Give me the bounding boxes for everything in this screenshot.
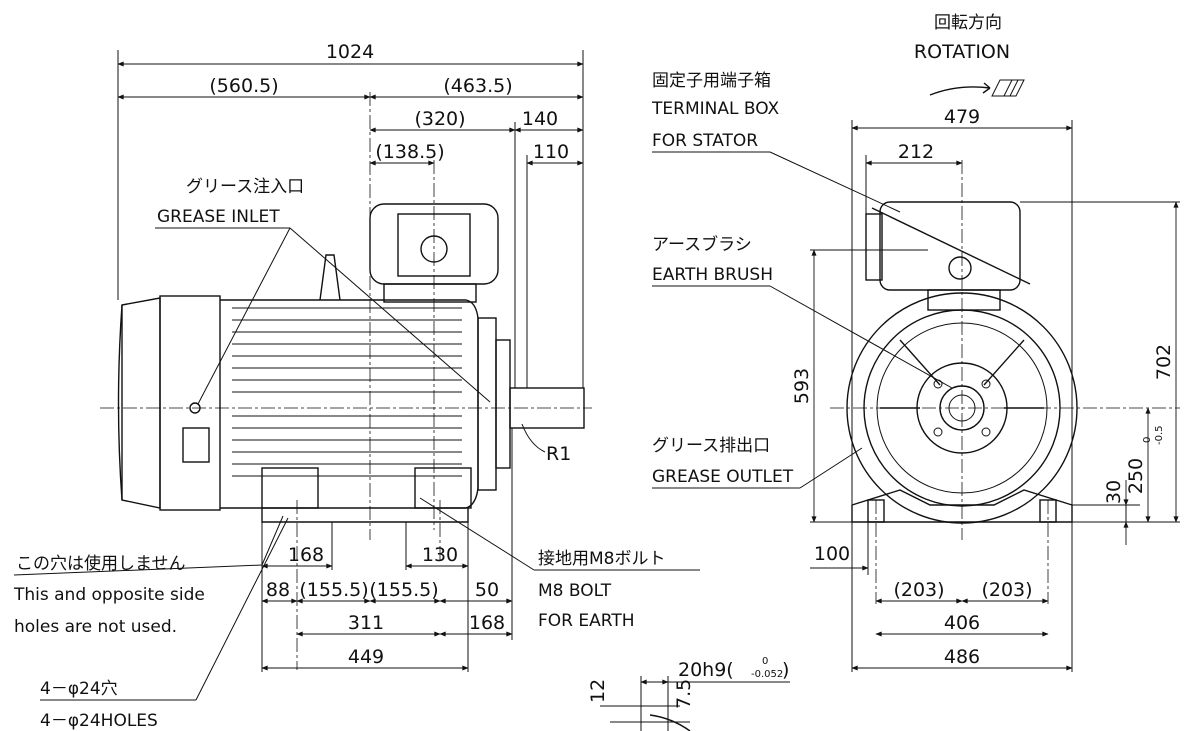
earth-brush-label-en: EARTH BRUSH xyxy=(652,265,773,285)
holes-label-jp: 4－φ24穴 xyxy=(40,679,118,699)
dim-key-tol-upper: 0 xyxy=(762,656,768,667)
grease-inlet-label-jp: グリース注入口 xyxy=(186,177,304,197)
dim-250-tol-lower: -0.5 xyxy=(1154,425,1165,445)
dim-486: 486 xyxy=(944,646,980,668)
rotation-label-jp: 回転方向 xyxy=(934,13,1002,33)
side-dimension-lines xyxy=(117,50,584,672)
dim-463-5: (463.5) xyxy=(443,75,512,97)
dimension-texts: 1024 (560.5) (463.5) (320) 140 110 (138.… xyxy=(209,41,1175,709)
dim-449: 449 xyxy=(348,646,384,668)
earth-bolt-label-en2: FOR EARTH xyxy=(538,611,635,631)
dim-311: 311 xyxy=(348,612,384,634)
dim-key-close: ) xyxy=(782,659,789,681)
front-leader-lines xyxy=(652,151,953,489)
dim-key-tol-lower: -0.052 xyxy=(751,669,783,680)
terminal-box-label-jp: 固定子用端子箱 xyxy=(652,71,771,91)
side-view xyxy=(100,92,592,670)
dim-479: 479 xyxy=(944,106,980,128)
dim-203-left: (203) xyxy=(893,579,944,601)
rotation-label-en: ROTATION xyxy=(914,41,1010,63)
dim-12: 12 xyxy=(587,679,609,703)
side-leader-lines xyxy=(13,227,700,701)
callout-labels: 回転方向 ROTATION 固定子用端子箱 TERMINAL BOX FOR S… xyxy=(13,13,1010,731)
rotation-arrow-icon xyxy=(929,79,1025,97)
dim-560-5: (560.5) xyxy=(209,75,278,97)
dim-212: 212 xyxy=(898,141,934,163)
grease-outlet-label-en: GREASE OUTLET xyxy=(652,467,794,487)
cooling-fins xyxy=(232,307,462,477)
terminal-box-label-en1: TERMINAL BOX xyxy=(651,99,779,119)
terminal-box-label-en2: FOR STATOR xyxy=(652,131,758,151)
dim-320: (320) xyxy=(414,108,465,130)
dim-250: 250 xyxy=(1125,458,1147,494)
dim-155-5-left: (155.5) xyxy=(299,579,368,601)
dim-168-lower: 168 xyxy=(469,612,505,634)
holes-note-jp: この穴は使用しません xyxy=(16,553,186,574)
dim-key-width: 20h9( xyxy=(678,659,734,681)
dim-155-5-right: (155.5) xyxy=(369,579,438,601)
dim-140: 140 xyxy=(522,108,558,130)
dim-50: 50 xyxy=(475,579,499,601)
earth-brush-label-jp: アースブラシ xyxy=(652,234,752,255)
dim-702: 702 xyxy=(1153,344,1175,380)
dim-7-5: 7.5 xyxy=(673,679,695,709)
dim-203-right: (203) xyxy=(981,579,1032,601)
grease-inlet-label-en: GREASE INLET xyxy=(157,207,280,227)
dim-r1: R1 xyxy=(546,443,571,465)
dim-406: 406 xyxy=(944,612,980,634)
dim-593: 593 xyxy=(791,368,813,404)
dim-110: 110 xyxy=(533,141,569,163)
holes-note-en1: This and opposite side xyxy=(13,585,205,605)
dim-138-5: (138.5) xyxy=(375,141,444,163)
front-dimension-lines xyxy=(810,120,1180,672)
shaft-key-detail xyxy=(600,676,790,731)
holes-label-en: 4－φ24HOLES xyxy=(40,711,158,731)
dim-100: 100 xyxy=(814,543,850,565)
dim-1024: 1024 xyxy=(326,41,374,63)
grease-outlet-label-jp: グリース排出口 xyxy=(652,436,770,456)
dim-168-upper: 168 xyxy=(288,544,324,566)
earth-bolt-label-en1: M8 BOLT xyxy=(538,581,612,601)
front-view xyxy=(830,160,1180,604)
dim-130: 130 xyxy=(422,544,458,566)
dim-30: 30 xyxy=(1103,480,1125,504)
dim-88: 88 xyxy=(266,579,290,601)
dim-250-tol-upper: 0 xyxy=(1142,437,1153,443)
holes-note-en2: holes are not used. xyxy=(14,617,177,637)
earth-bolt-label-jp: 接地用M8ボルト xyxy=(538,549,665,569)
